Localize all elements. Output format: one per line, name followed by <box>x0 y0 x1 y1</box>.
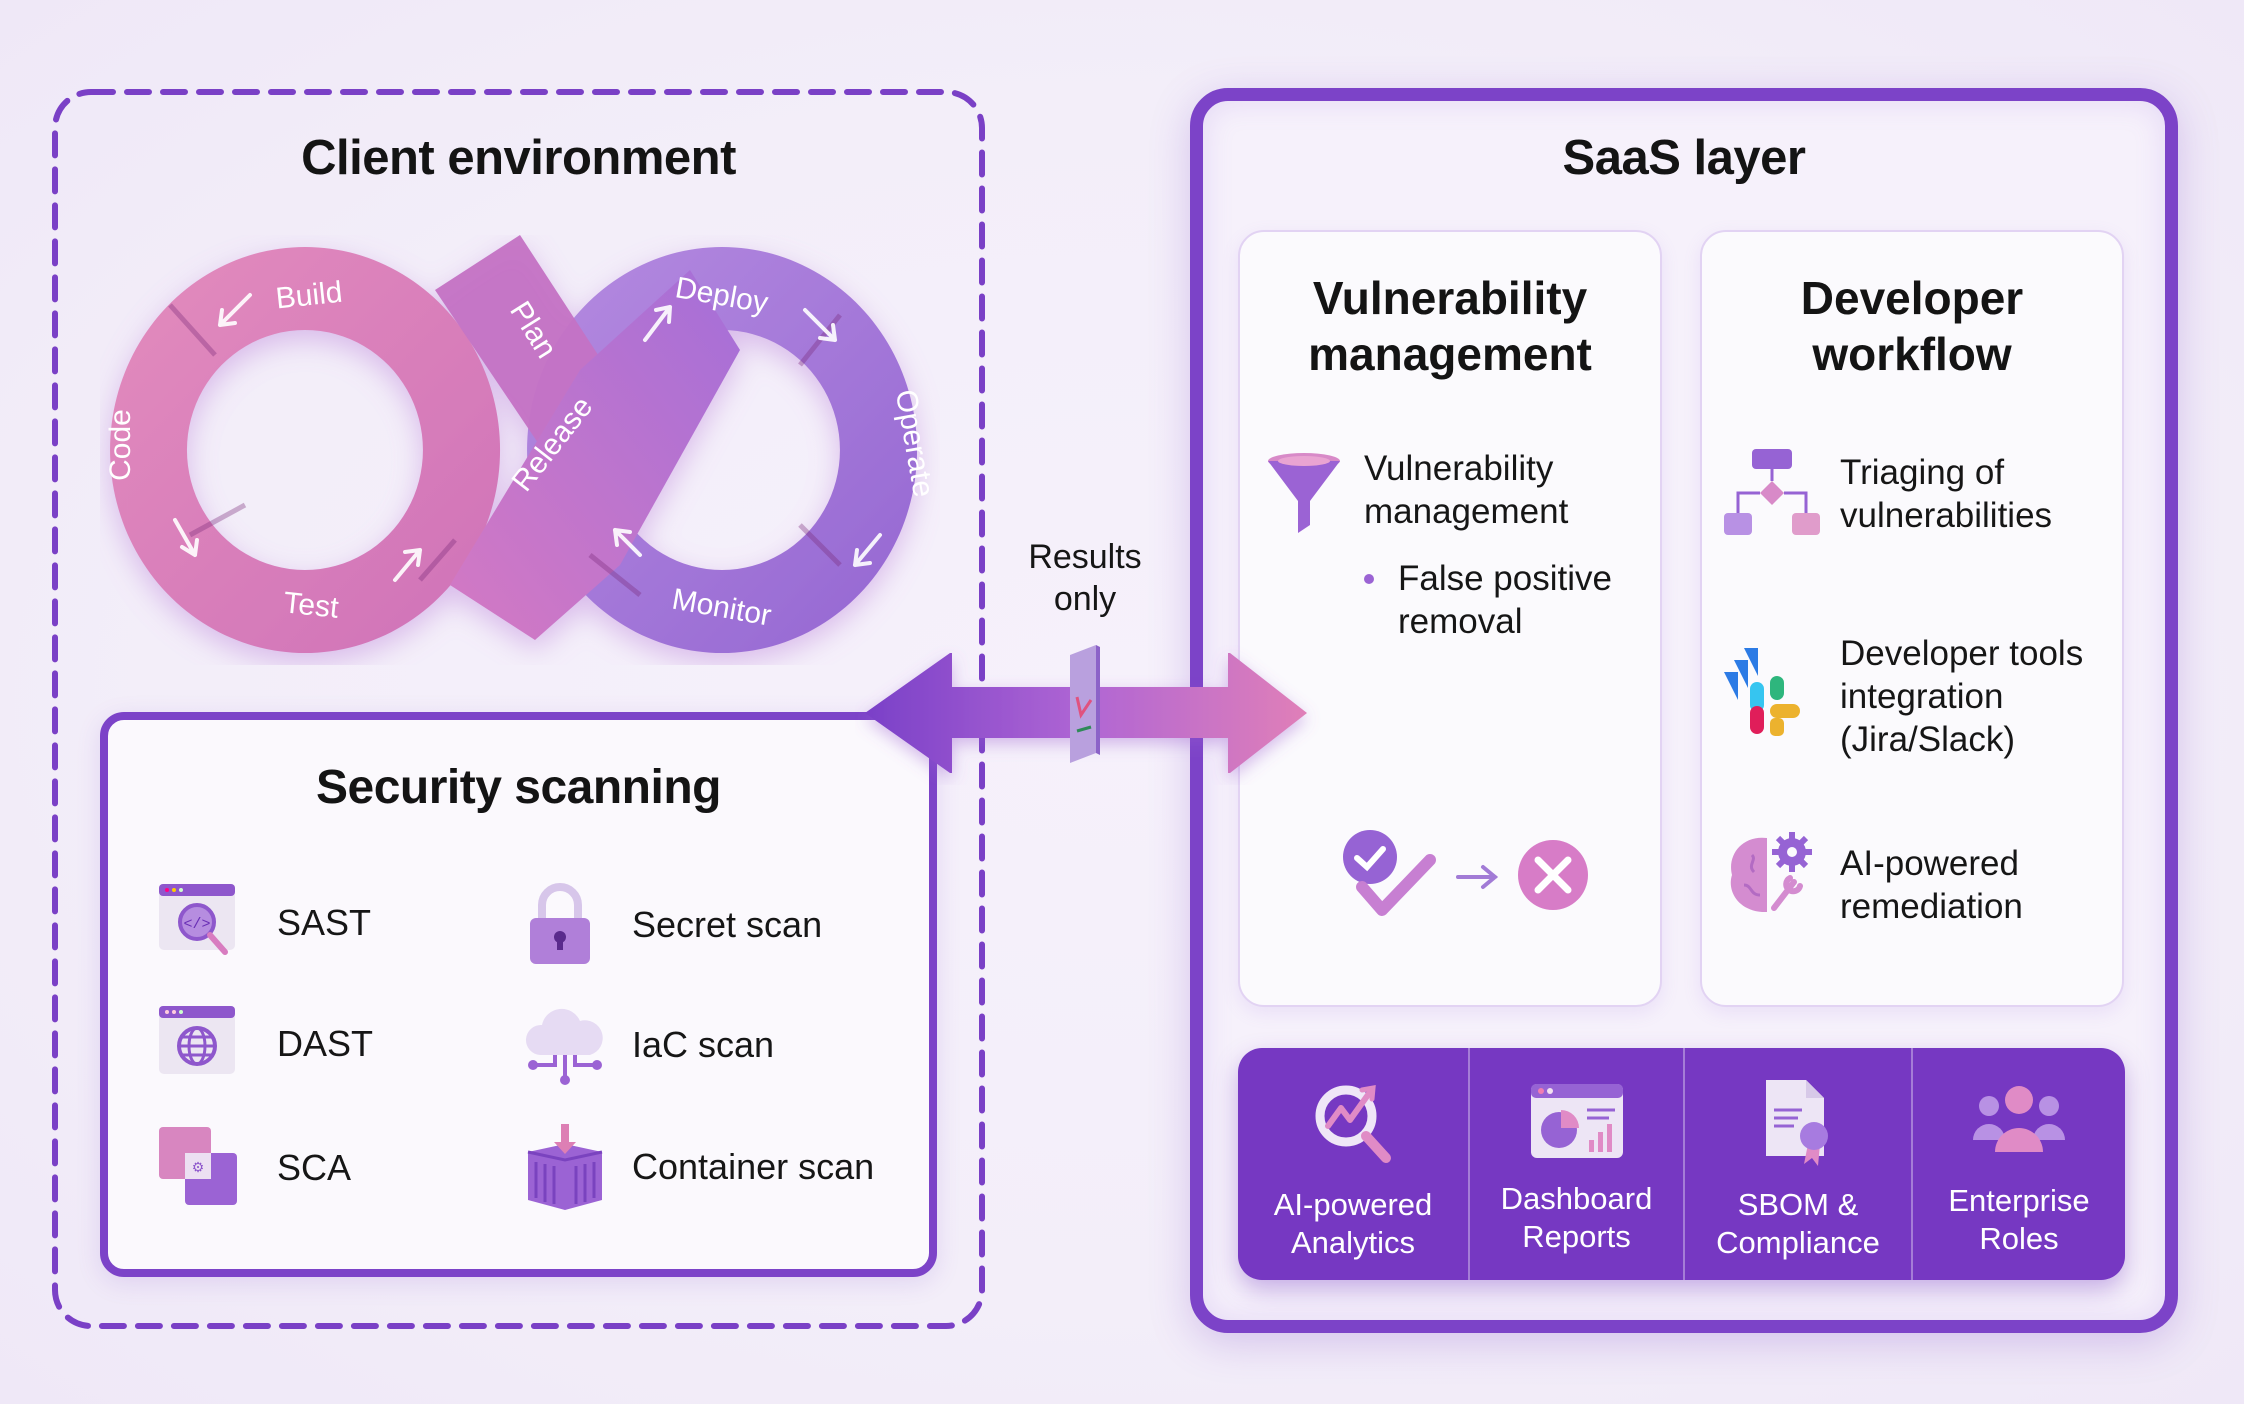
dependency-squares-icon: ⚙ <box>159 1127 237 1205</box>
arrow-build-to-code-icon <box>218 293 252 327</box>
funnel-icon <box>1268 453 1340 533</box>
security-scanning-title: Security scanning <box>316 761 721 814</box>
scan-item-sast: </> SAST <box>157 880 371 965</box>
feature-vulnerability-management: Vulnerability management <box>1264 447 1568 541</box>
scan-item-container: Container scan <box>520 1122 874 1212</box>
cloud-network-icon <box>525 1008 603 1085</box>
stage-build: Build <box>274 276 344 316</box>
vulnerability-management-title: Vulnerability management <box>1308 272 1592 380</box>
scan-label: IaC scan <box>632 1024 775 1065</box>
bullet-dot-icon <box>1364 574 1374 584</box>
feature-dev-tools-integration: Developer tools integration (Jira/Slack) <box>1722 632 2083 761</box>
globe-window-icon <box>159 1006 235 1074</box>
scan-label: DAST <box>277 1023 374 1064</box>
devops-infinity-loop: Build Code Test Plan Release Deploy Oper… <box>104 235 940 653</box>
arrow-release-up-icon <box>643 305 672 342</box>
security-scanning-panel <box>100 712 937 1277</box>
loop-left-ring <box>110 247 501 653</box>
capability-sbom-compliance: SBOM & Compliance <box>1683 1048 1911 1280</box>
arrow-right-icon <box>1456 865 1499 889</box>
gateway-filter-icon <box>1070 645 1100 763</box>
scan-item-dast: DAST <box>157 1004 373 1084</box>
svg-text:</>: </> <box>183 916 210 933</box>
loop-release-band <box>450 270 740 640</box>
scan-label: Secret scan <box>632 904 823 945</box>
scan-item-secret: Secret scan <box>520 880 822 970</box>
saas-layer-title: SaaS layer <box>1562 131 1806 185</box>
developer-workflow-title: Developer workflow <box>1800 272 2024 380</box>
bidirectional-results-arrow <box>865 645 1307 773</box>
false-positive-flow <box>1343 830 1588 916</box>
brain-gear-icon <box>1730 832 1812 912</box>
code-search-icon: </> <box>159 884 235 955</box>
client-environment-title: Client environment <box>301 131 736 185</box>
stage-test: Test <box>282 586 341 625</box>
vulnerability-management-card: Vulnerability management Vulnerability m… <box>1238 230 1662 1007</box>
analytics-search-icon <box>1315 1084 1391 1163</box>
arrow-deploy-to-operate-icon <box>803 308 837 342</box>
results-only-label: Results only <box>1028 538 1142 618</box>
capability-enterprise-roles: Enterprise Roles <box>1911 1048 2125 1280</box>
bullet-false-positive-removal: False positive removal <box>1364 557 1612 643</box>
scan-label: SAST <box>277 901 372 943</box>
stage-code: Code <box>104 409 137 481</box>
check-icon <box>1343 830 1436 916</box>
scan-item-iac: IaC scan <box>520 1000 774 1090</box>
developer-workflow-card: Developer workflow Triaging of vulnerabi… <box>1700 230 2124 1007</box>
arrow-test-to-release-icon <box>393 548 422 582</box>
container-icon <box>527 1124 603 1210</box>
x-circle-icon <box>1518 840 1588 910</box>
team-icon <box>1973 1086 2065 1152</box>
flowchart-icon <box>1724 449 1820 535</box>
feature-triaging: Triaging of vulnerabilities <box>1722 447 2052 543</box>
capability-dashboard-reports: Dashboard Reports <box>1468 1048 1683 1280</box>
certificate-doc-icon <box>1766 1080 1828 1166</box>
feature-ai-remediation: AI-powered remediation <box>1722 832 2023 928</box>
jira-slack-icon <box>1724 648 1800 736</box>
capabilities-bar: AI-powered Analytics Dashboard Reports S… <box>1238 1048 2125 1280</box>
scan-label: Container scan <box>632 1146 875 1187</box>
svg-text:⚙: ⚙ <box>192 1159 205 1175</box>
arrow-operate-to-monitor-icon <box>853 533 882 567</box>
arrow-monitor-to-release-icon <box>613 528 642 557</box>
capability-ai-analytics: AI-powered Analytics <box>1238 1048 1468 1280</box>
arrow-code-to-test-icon <box>173 518 199 557</box>
dashboard-icon <box>1530 1084 1623 1158</box>
scan-label: SCA <box>277 1146 352 1188</box>
scan-item-sca: ⚙ SCA <box>157 1125 351 1210</box>
padlock-icon <box>530 883 590 964</box>
